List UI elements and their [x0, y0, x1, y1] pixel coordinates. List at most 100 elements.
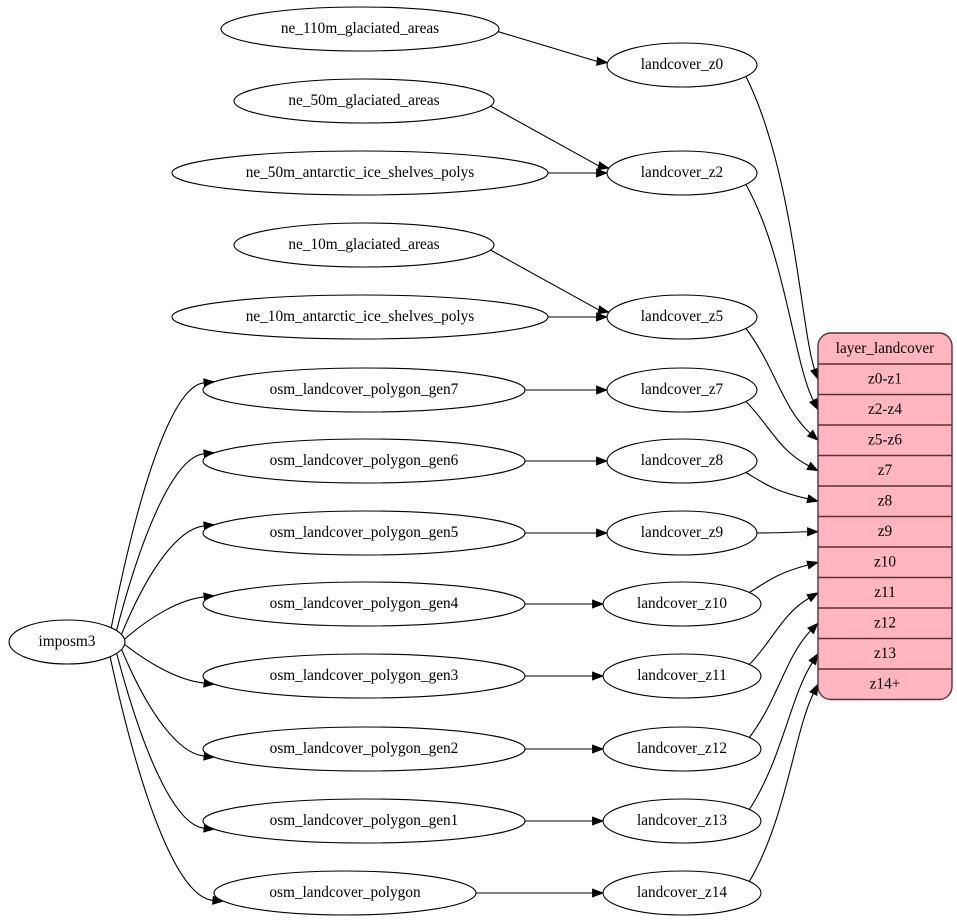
- node-osm_landcover_polygon_gen1[interactable]: osm_landcover_polygon_gen1: [202, 798, 526, 844]
- node-label-landcover_z2: landcover_z2: [641, 164, 723, 181]
- table-row-z14+[interactable]: z14+: [870, 675, 901, 692]
- node-shape-landcover_z10: [602, 581, 762, 627]
- node-label-osm_landcover_polygon_gen2: osm_landcover_polygon_gen2: [270, 740, 459, 757]
- edge-imposm3-osm_landcover_polygon: [109, 656, 225, 905]
- edge-osm_landcover_polygon_gen3-landcover_z11: [524, 671, 605, 681]
- node-shape-landcover_z5: [606, 294, 758, 340]
- edge-ne_10m_antarctic_ice_shelves_polys-landcover_z5: [547, 312, 609, 322]
- node-label-osm_landcover_polygon_gen3: osm_landcover_polygon_gen3: [270, 667, 459, 684]
- node-osm_landcover_polygon_gen6[interactable]: osm_landcover_polygon_gen6: [202, 438, 526, 484]
- node-osm_landcover_polygon[interactable]: osm_landcover_polygon: [213, 870, 477, 916]
- node-ne_10m_antarctic_ice_shelves_polys[interactable]: ne_10m_antarctic_ice_shelves_polys: [171, 294, 549, 340]
- table-row-z0-z1[interactable]: z0-z1: [868, 370, 902, 387]
- node-label-landcover_z11: landcover_z11: [637, 667, 726, 684]
- node-ne_50m_glaciated_areas[interactable]: ne_50m_glaciated_areas: [233, 78, 495, 124]
- edge-osm_landcover_polygon_gen2-landcover_z12: [524, 744, 605, 754]
- node-shape-osm_landcover_polygon_gen7: [202, 367, 526, 413]
- node-landcover_z0[interactable]: landcover_z0: [606, 42, 758, 88]
- node-label-landcover_z5: landcover_z5: [641, 308, 724, 325]
- node-shape-ne_110m_glaciated_areas: [220, 6, 500, 52]
- table-title: layer_landcover: [836, 340, 935, 357]
- node-label-ne_50m_antarctic_ice_shelves_polys: ne_50m_antarctic_ice_shelves_polys: [246, 164, 475, 181]
- edge-osm_landcover_polygon_gen4-landcover_z10: [524, 599, 605, 609]
- table-row-z11[interactable]: z11: [874, 584, 896, 601]
- edge-landcover_z9-to-z9: [756, 527, 820, 537]
- node-shape-landcover_z8: [606, 438, 758, 484]
- node-ne_50m_antarctic_ice_shelves_polys[interactable]: ne_50m_antarctic_ice_shelves_polys: [171, 150, 549, 196]
- node-shape-osm_landcover_polygon_gen6: [202, 438, 526, 484]
- table-row-z13[interactable]: z13: [874, 645, 896, 662]
- node-landcover_z10[interactable]: landcover_z10: [602, 581, 762, 627]
- node-label-osm_landcover_polygon_gen1: osm_landcover_polygon_gen1: [270, 812, 459, 829]
- edge-landcover_z2-to-z2-z4: [745, 184, 819, 411]
- edge-imposm3-osm_landcover_polygon_gen4: [124, 592, 216, 640]
- node-osm_landcover_polygon_gen3[interactable]: osm_landcover_polygon_gen3: [202, 653, 526, 699]
- node-landcover_z7[interactable]: landcover_z7: [606, 367, 758, 413]
- node-label-osm_landcover_polygon_gen6: osm_landcover_polygon_gen6: [270, 452, 459, 469]
- edge-ne_50m_glaciated_areas-landcover_z2: [489, 105, 610, 171]
- node-label-landcover_z0: landcover_z0: [641, 56, 724, 73]
- edge-landcover_z0-to-z0-z1: [745, 76, 819, 381]
- node-landcover_z5[interactable]: landcover_z5: [606, 294, 758, 340]
- node-landcover_z12[interactable]: landcover_z12: [602, 726, 762, 772]
- node-label-landcover_z13: landcover_z13: [637, 812, 727, 829]
- node-shape-landcover_z9: [606, 510, 758, 556]
- node-label-landcover_z8: landcover_z8: [641, 452, 724, 469]
- table-row-z12[interactable]: z12: [874, 614, 896, 631]
- node-label-landcover_z12: landcover_z12: [637, 740, 727, 757]
- node-osm_landcover_polygon_gen7[interactable]: osm_landcover_polygon_gen7: [202, 367, 526, 413]
- node-ne_110m_glaciated_areas[interactable]: ne_110m_glaciated_areas: [220, 6, 500, 52]
- node-landcover_z14[interactable]: landcover_z14: [602, 870, 762, 916]
- node-label-landcover_z7: landcover_z7: [641, 381, 724, 398]
- node-osm_landcover_polygon_gen4[interactable]: osm_landcover_polygon_gen4: [202, 581, 526, 627]
- node-shape-landcover_z11: [602, 653, 762, 699]
- edge-landcover_z13-to-z13: [748, 652, 819, 810]
- node-landcover_z13[interactable]: landcover_z13: [602, 798, 762, 844]
- edge-ne_110m_glaciated_areas-landcover_z0: [497, 30, 609, 66]
- edge-landcover_z7-to-z7: [745, 401, 819, 472]
- node-shape-ne_10m_antarctic_ice_shelves_polys: [171, 294, 549, 340]
- node-label-osm_landcover_polygon_gen4: osm_landcover_polygon_gen4: [270, 595, 459, 612]
- layer-landcover-table[interactable]: layer_landcover z0-z1 z2-z4 z5-z6 z7 z8 z9 z10 z…: [817, 332, 953, 701]
- edge-osm_landcover_polygon_gen6-landcover_z8: [524, 456, 609, 466]
- node-landcover_z8[interactable]: landcover_z8: [606, 438, 758, 484]
- edge-imposm3-osm_landcover_polygon_gen3: [124, 644, 216, 688]
- table-row-z8[interactable]: z8: [878, 492, 893, 509]
- edge-ne_10m_glaciated_areas-landcover_z5: [489, 249, 610, 315]
- node-shape-osm_landcover_polygon: [213, 870, 477, 916]
- edge-osm_landcover_polygon-landcover_z14: [475, 888, 605, 898]
- node-shape-osm_landcover_polygon_gen1: [202, 798, 526, 844]
- node-shape-landcover_z14: [602, 870, 762, 916]
- node-shape-landcover_z2: [606, 150, 758, 196]
- edge-osm_landcover_polygon_gen1-landcover_z13: [524, 816, 605, 826]
- node-landcover_z2[interactable]: landcover_z2: [606, 150, 758, 196]
- node-label-landcover_z9: landcover_z9: [641, 524, 724, 541]
- node-shape-osm_landcover_polygon_gen3: [202, 653, 526, 699]
- node-landcover_z9[interactable]: landcover_z9: [606, 510, 758, 556]
- edge-layer: [109, 30, 820, 905]
- node-label-ne_50m_glaciated_areas: ne_50m_glaciated_areas: [288, 92, 439, 109]
- table-row-z9[interactable]: z9: [878, 523, 893, 540]
- node-osm_landcover_polygon_gen5[interactable]: osm_landcover_polygon_gen5: [202, 510, 526, 556]
- node-shape-osm_landcover_polygon_gen5: [202, 510, 526, 556]
- table-row-z5-z6[interactable]: z5-z6: [868, 431, 902, 448]
- node-landcover_z11[interactable]: landcover_z11: [602, 653, 762, 699]
- node-label-imposm3: imposm3: [39, 633, 96, 650]
- node-layer: imposm3 ne_110m_glaciated_areas ne_50m_gla…: [8, 6, 762, 916]
- node-shape-imposm3: [8, 619, 126, 665]
- node-imposm3[interactable]: imposm3: [8, 619, 126, 665]
- edge-osm_landcover_polygon_gen5-landcover_z9: [524, 528, 609, 538]
- table-row-z7[interactable]: z7: [878, 462, 893, 479]
- node-osm_landcover_polygon_gen2[interactable]: osm_landcover_polygon_gen2: [202, 726, 526, 772]
- table-row-z2-z4[interactable]: z2-z4: [868, 401, 902, 418]
- edge-landcover_z8-to-z8: [745, 472, 820, 504]
- node-shape-landcover_z0: [606, 42, 758, 88]
- node-ne_10m_glaciated_areas[interactable]: ne_10m_glaciated_areas: [233, 222, 495, 268]
- node-label-landcover_z14: landcover_z14: [637, 884, 727, 901]
- node-label-ne_110m_glaciated_areas: ne_110m_glaciated_areas: [281, 20, 439, 37]
- node-shape-ne_10m_glaciated_areas: [233, 222, 495, 268]
- node-shape-landcover_z13: [602, 798, 762, 844]
- table-row-z10[interactable]: z10: [874, 553, 896, 570]
